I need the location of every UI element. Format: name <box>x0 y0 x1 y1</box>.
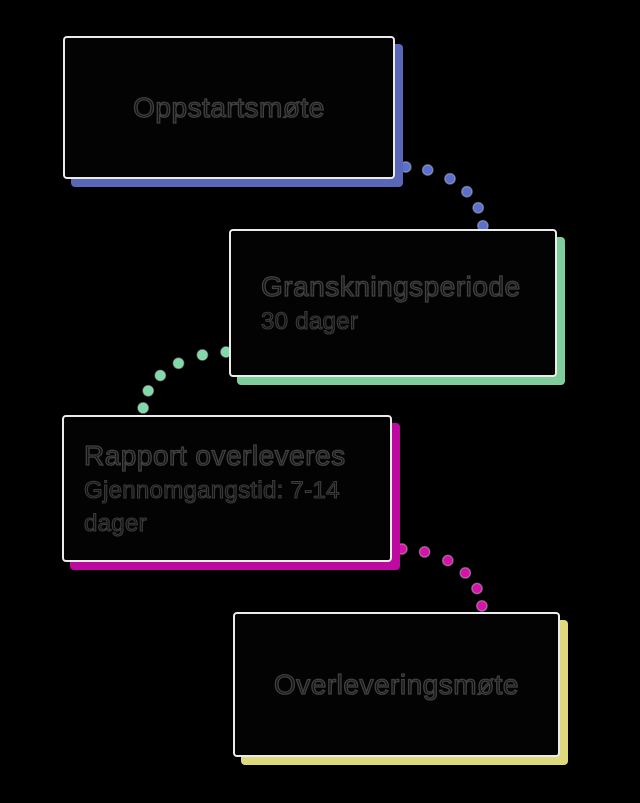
connector-dot <box>441 554 454 567</box>
connector-dot <box>459 567 472 579</box>
node-granskningsperiode: Granskningsperiode 30 dager <box>229 229 557 377</box>
connector-dot <box>137 401 150 414</box>
node-subtitle: 30 dager <box>260 307 359 335</box>
connector-dot <box>395 543 408 555</box>
node-title: Oppstartsmøte <box>133 91 325 123</box>
connector-dot <box>444 172 456 185</box>
node-title: Granskningsperiode <box>260 270 521 302</box>
connector-dot <box>475 600 488 612</box>
node-subtitle: Gjennomgangstid: 7-14 dager <box>83 476 340 537</box>
node-title: Rapport overleveres <box>83 439 346 471</box>
connector-dot <box>421 164 434 176</box>
node-title: Overleveringsmøte <box>273 668 519 700</box>
connector-dot <box>460 185 473 198</box>
node-oppstartsmote: Oppstartsmøte <box>63 36 395 179</box>
connector-dot <box>154 369 167 382</box>
connector-dot <box>472 201 485 214</box>
connector-dot <box>196 348 209 361</box>
node-overleveringsmote: Overleveringsmøte <box>233 612 560 757</box>
connector-dot <box>418 546 431 558</box>
connector-dot <box>399 161 412 173</box>
connector-dot <box>172 357 185 370</box>
node-rapport-overleveres: Rapport overleveres Gjennomgangstid: 7-1… <box>62 415 392 562</box>
connector-dot <box>471 582 483 595</box>
connector-dot <box>142 384 155 397</box>
